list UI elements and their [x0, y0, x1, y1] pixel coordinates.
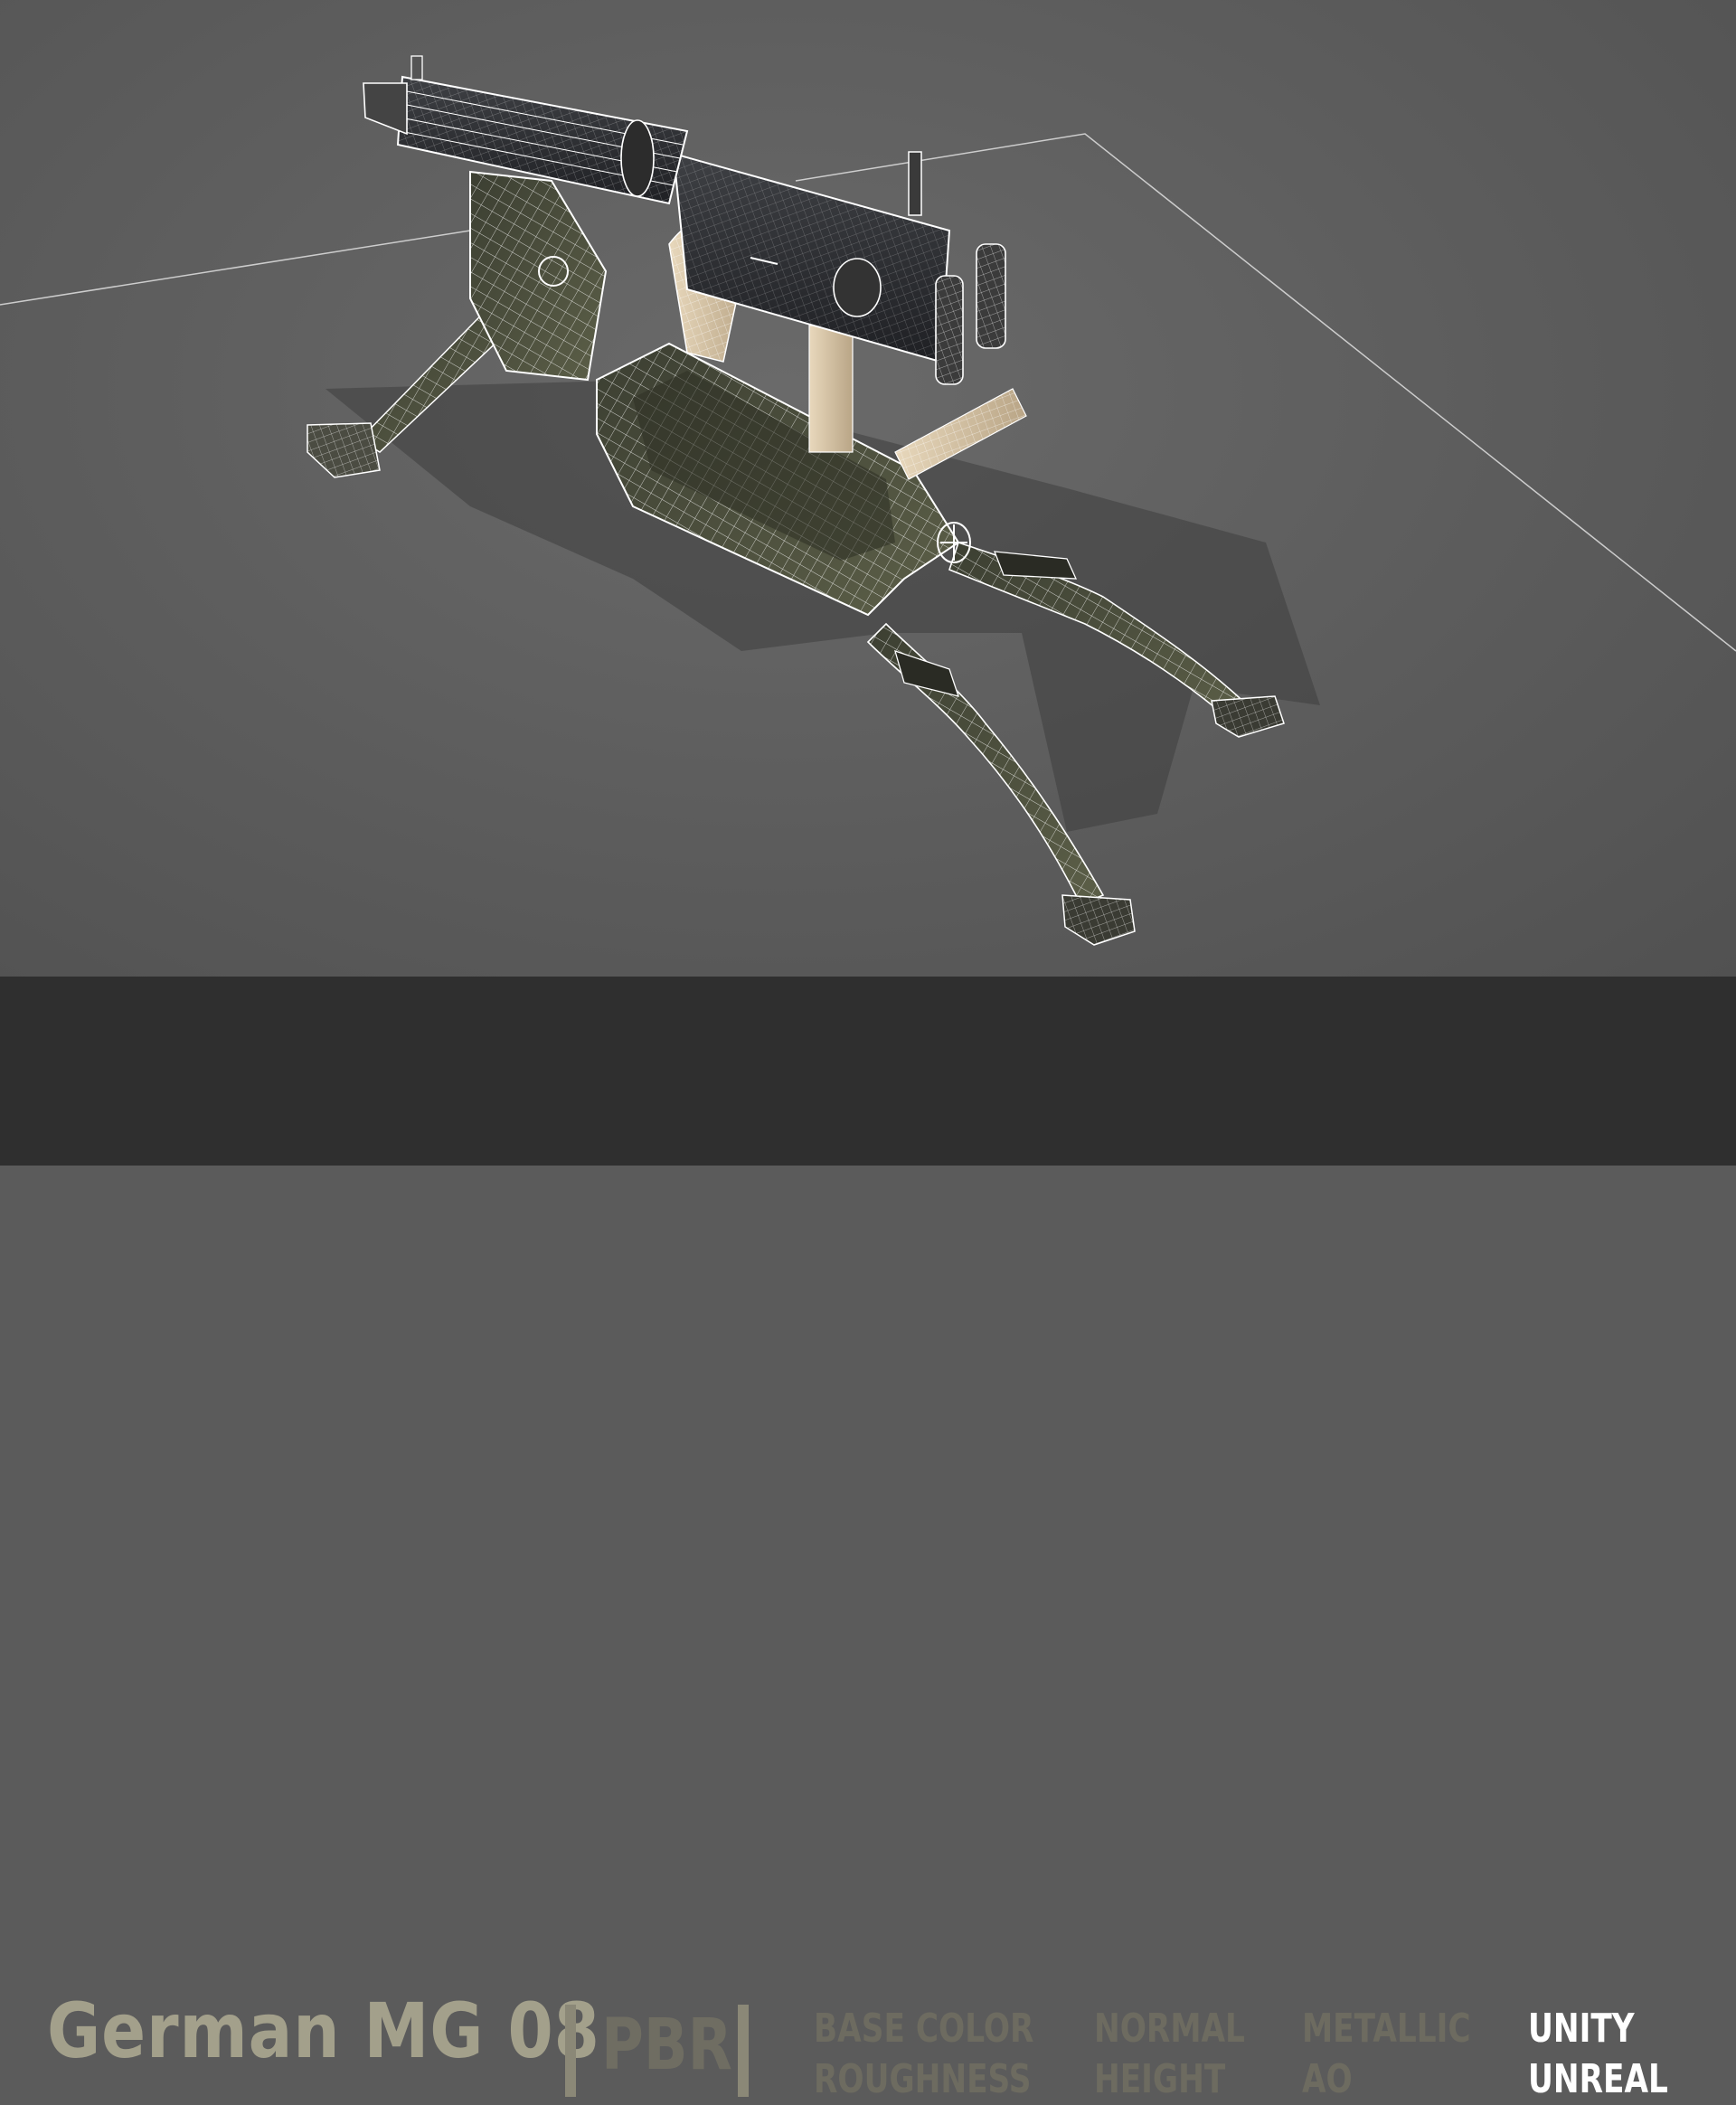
front-sled-leg-left: [866, 622, 1136, 946]
barrel-water-jacket: [363, 75, 689, 205]
rear-sight: [908, 151, 922, 216]
divider-bar-right: [738, 2005, 749, 2097]
texture-map-group-2: NORMAL HEIGHT: [1094, 2004, 1245, 2105]
sled-frame: [596, 342, 960, 617]
pbr-label: PBR: [601, 2005, 732, 2086]
engine-support-list: UNITY UNREAL: [1528, 2004, 1668, 2105]
front-sight: [410, 55, 423, 80]
texture-map-group-1: BASE COLOR ROUGHNESS: [814, 2004, 1033, 2105]
texture-map-ao: AO: [1302, 2056, 1353, 2102]
ground-shadow: [326, 380, 1320, 832]
ground-plane-outline: [0, 133, 1736, 652]
texture-map-metallic: METALLIC: [1302, 2006, 1471, 2052]
spade-grips: [935, 243, 1006, 385]
product-info-banner: German MG 08 PBR BASE COLOR ROUGHNESS NO…: [0, 977, 1736, 2102]
texture-map-normal: NORMAL: [1094, 2006, 1245, 2052]
texture-map-height: HEIGHT: [1094, 2056, 1226, 2102]
render-viewport: [0, 0, 1736, 977]
engine-unreal: UNREAL: [1528, 2056, 1668, 2102]
mount-side-plate: [469, 170, 608, 382]
divider-bar-left: [565, 2005, 576, 2097]
texture-map-base-color: BASE COLOR: [814, 2006, 1034, 2052]
product-title: German MG 08: [47, 1987, 600, 2075]
elevation-handwheel: [937, 522, 971, 563]
engine-unity: UNITY: [1528, 2006, 1635, 2052]
texture-map-group-3: METALLIC AO: [1302, 2004, 1471, 2105]
machine-gun-wireframe-render: [0, 55, 1736, 946]
front-sled-leg-right: [948, 541, 1285, 738]
receiver: [672, 152, 951, 363]
texture-map-roughness: ROUGHNESS: [814, 2056, 1032, 2102]
